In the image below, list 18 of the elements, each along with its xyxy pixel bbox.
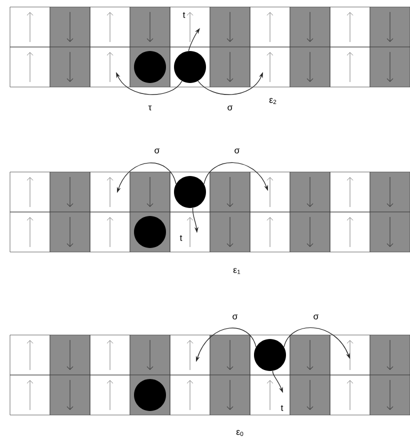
edge-label: t — [280, 405, 284, 411]
hole — [174, 176, 206, 208]
edge-label: t — [180, 235, 182, 241]
hole — [134, 379, 166, 411]
edge-label: σ — [314, 314, 319, 320]
energy-label: ε$_{2}$ — [269, 98, 276, 104]
hole — [254, 339, 286, 371]
edge-label: τ — [148, 106, 152, 110]
edge-label: t — [182, 12, 186, 18]
hole — [174, 51, 206, 83]
edge-label: σ — [234, 148, 240, 154]
edge-label: σ — [232, 314, 238, 320]
edge-label: σ — [228, 106, 233, 110]
energy-label: ε$_{1}$ — [233, 268, 240, 274]
edge-label: σ — [154, 148, 160, 154]
energy-label: ε$_{0}$ — [236, 430, 244, 436]
hole — [134, 51, 166, 83]
hole — [134, 216, 166, 248]
